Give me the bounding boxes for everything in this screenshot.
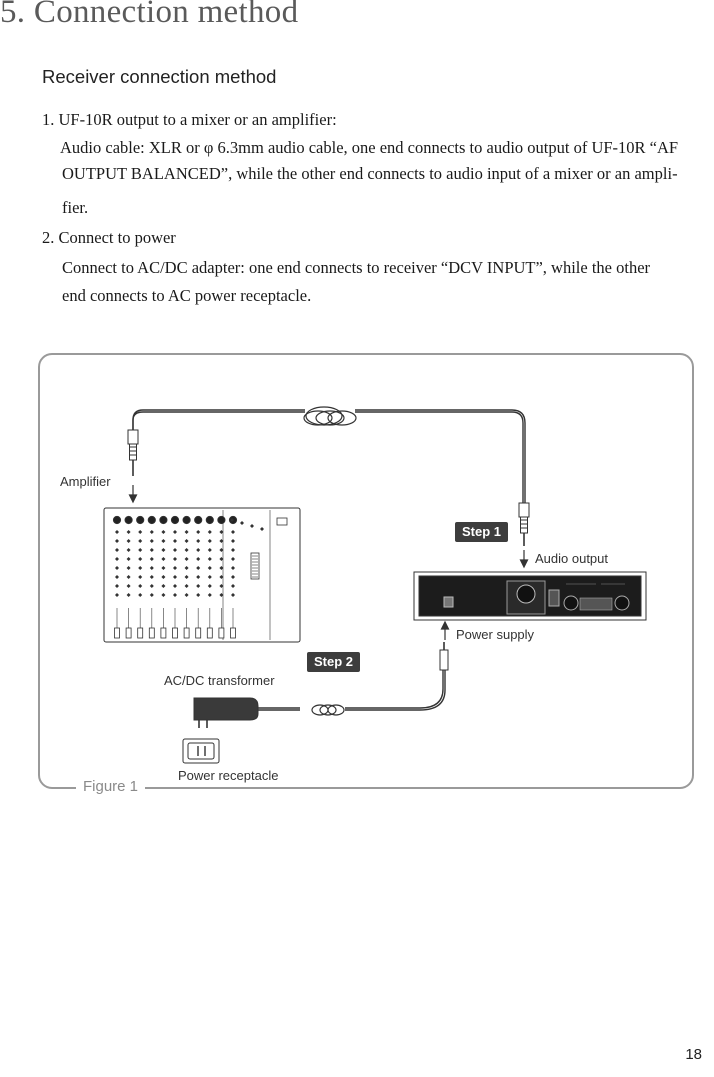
page-number: 18: [685, 1046, 702, 1063]
step1-line2: OUTPUT BALANCED”, while the other end co…: [62, 164, 678, 183]
figure-frame: [38, 353, 694, 789]
audio-cable-coil: [303, 406, 357, 426]
audio-output-label: Audio output: [535, 551, 609, 566]
mixer-illustration: [103, 507, 301, 643]
step1-heading: 1. UF-10R output to a mixer or an amplif…: [42, 110, 337, 129]
power-cable-coil: [311, 704, 345, 716]
ac-dc-adapter: [193, 697, 259, 728]
section-subtitle: Receiver connection method: [42, 66, 277, 87]
transformer-label: AC/DC transformer: [164, 673, 275, 688]
step1-badge: Step 1: [455, 522, 509, 542]
audio-cable: [132, 409, 526, 505]
amplifier-label: Amplifier: [60, 474, 111, 489]
power-receptacle-icon: [182, 738, 220, 764]
receiver-illustration: [413, 571, 647, 621]
arrow-icon: [128, 485, 529, 640]
figure-caption: Figure 1: [76, 778, 146, 795]
step1-line3: fier.: [62, 198, 89, 217]
power-cable: [258, 670, 446, 711]
step1-line1: Audio cable: XLR or φ 6.3mm audio cable,…: [60, 138, 679, 157]
step2-badge: Step 2: [307, 652, 361, 672]
amplifier-jack-plug: [127, 429, 139, 476]
power-supply-label: Power supply: [456, 627, 535, 642]
section-title: 5. Connection method: [0, 0, 299, 30]
audio-output-jack-plug: [518, 502, 530, 546]
mixer-knobs: [112, 515, 264, 639]
step2-line1: Connect to AC/DC adapter: one end connec…: [62, 258, 651, 277]
receptacle-label: Power receptacle: [178, 768, 279, 783]
step2-line2: end connects to AC power receptacle.: [62, 286, 312, 305]
dc-plug: [439, 642, 449, 671]
step2-heading: 2. Connect to power: [42, 228, 176, 247]
